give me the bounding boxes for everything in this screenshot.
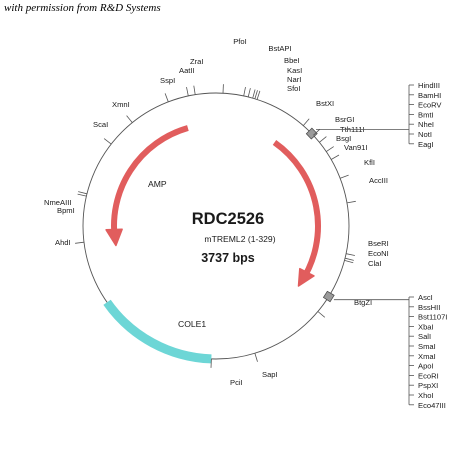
- cluster-site-eagi: EagI: [418, 140, 434, 149]
- feature-amp: [105, 125, 189, 247]
- site-label-zrai: ZraI: [190, 57, 204, 66]
- cluster-site-apoi: ApoI: [418, 362, 434, 371]
- site-tick-nari: [254, 90, 258, 99]
- plasmid-size: 3737 bps: [201, 251, 255, 265]
- cluster-site-sali: SalI: [418, 332, 431, 341]
- site-label-kfli: KflI: [364, 158, 375, 167]
- site-tick-clai: [344, 260, 354, 264]
- site-cluster-bottom: AscIBssHIIBst1107IXbaISalISmaIXmaIApoIEc…: [333, 293, 447, 410]
- cluster-site-noti: NotI: [418, 130, 432, 139]
- site-tick-acciii: [346, 200, 356, 204]
- site-label-pcii: PciI: [230, 378, 243, 387]
- feature-label-amp: AMP: [148, 179, 167, 189]
- cluster-site-xhoi: XhoI: [418, 391, 434, 400]
- cluster-site-ecori: EcoRI: [418, 371, 439, 380]
- site-label-bstapi: BstAPI: [268, 44, 291, 53]
- site-tick-sfoi: [256, 90, 261, 100]
- site-label-btgzi: BtgZI: [354, 298, 372, 307]
- cluster-site-xmai: XmaI: [418, 352, 436, 361]
- site-label-bstxi: BstXI: [316, 99, 334, 108]
- cluster-site-xbai: XbaI: [418, 322, 434, 331]
- site-label-kasi: KasI: [287, 66, 302, 75]
- site-tick-bsgi: [326, 146, 334, 152]
- site-label-xmni: XmnI: [112, 100, 130, 109]
- ticks-layer: [75, 84, 356, 368]
- cluster-site-eco47iii: Eco47III: [418, 401, 446, 410]
- site-tick-bpmi: [77, 193, 87, 197]
- site-label-scai: ScaI: [93, 120, 108, 129]
- site-tick-bbei: [247, 88, 251, 98]
- site-label-bseri: BseRI: [368, 239, 389, 248]
- site-label-bsgi: BsgI: [336, 134, 351, 143]
- cluster-site-hindiii: HindIII: [418, 81, 440, 90]
- site-tick-aatii: [186, 87, 189, 96]
- site-label-clai: ClaI: [368, 259, 382, 268]
- feature-mtreml2-1-329: [272, 139, 321, 287]
- feature-arrowhead-amp: [105, 228, 123, 247]
- site-label-aatii: AatII: [179, 66, 195, 75]
- site-label-sspi: SspI: [160, 76, 175, 85]
- insert-start-marker-block: [305, 127, 318, 140]
- site-tick-kfli: [340, 174, 349, 179]
- backbone-group: [82, 92, 350, 360]
- site-tick-bstxi: [302, 118, 310, 126]
- cluster-site-nhei: NheI: [418, 120, 434, 129]
- site-label-van91i: Van91I: [344, 143, 368, 152]
- feature-arrowhead-mtreml2-1-329: [297, 267, 315, 287]
- plasmid-name: RDC2526: [192, 210, 264, 228]
- site-tick-bsrgi: [313, 128, 321, 136]
- site-tick-ahdi: [75, 241, 85, 244]
- site-label-bbei: BbeI: [284, 56, 300, 65]
- site-tick-van91i: [331, 154, 340, 160]
- cluster-site-smai: SmaI: [418, 342, 436, 351]
- site-tick-zrai: [193, 85, 196, 95]
- site-label-sfoi: SfoI: [287, 84, 301, 93]
- feature-arc-mtreml2-1-329: [272, 139, 321, 284]
- site-label-econi: EcoNI: [368, 249, 389, 258]
- site-tick-scai: [103, 138, 112, 145]
- plasmid-backbone: [82, 92, 350, 360]
- cluster-site-ecorv: EcoRV: [418, 101, 442, 110]
- insert-start-marker: [305, 127, 318, 140]
- site-tick-sspi: [164, 93, 169, 102]
- site-tick-bseri: [346, 253, 355, 256]
- markers-layer: [305, 127, 335, 303]
- feature-label-cole1: COLE1: [178, 319, 206, 329]
- insert-end-marker: [322, 290, 335, 303]
- site-tick-xmni: [126, 115, 133, 123]
- site-label-pfoi: PfoI: [233, 37, 247, 46]
- site-tick-kasi: [252, 89, 256, 99]
- site-label-acciii: AccIII: [369, 176, 388, 185]
- feature-band-cole1: [103, 299, 212, 364]
- cluster-site-bmti: BmtI: [418, 110, 434, 119]
- site-label-ahdi: AhdI: [55, 238, 71, 247]
- site-tick-econi: [344, 257, 354, 261]
- cluster-site-pspxi: PspXI: [418, 381, 438, 390]
- site-tick-btgzi: [317, 311, 326, 318]
- insert-end-marker-block: [322, 290, 335, 303]
- site-tick-tth111i: [319, 136, 327, 143]
- cluster-site-bamhi: BamHI: [418, 91, 441, 100]
- site-tick-bstapi: [243, 87, 246, 96]
- features-layer: [103, 125, 321, 364]
- feature-arc-amp: [111, 125, 189, 241]
- cluster-site-asci: AscI: [418, 293, 433, 302]
- site-label-bsrgi: BsrGI: [335, 115, 354, 124]
- cluster-site-bsshii: BssHII: [418, 303, 440, 312]
- site-label-nmeaiii: NmeAIII: [44, 198, 71, 207]
- site-label-sapi: SapI: [262, 370, 278, 379]
- site-label-bpmi: BpmI: [57, 206, 75, 215]
- insert-subtitle: mTREML2 (1-329): [204, 234, 275, 244]
- permission-note: with permission from R&D Systems: [4, 2, 161, 14]
- feature-cole1: [103, 299, 212, 364]
- cluster-site-bst1107i: Bst1107I: [418, 313, 447, 322]
- site-tick-nmeaiii: [78, 191, 88, 195]
- site-label-nari: NarI: [287, 75, 301, 84]
- site-tick-sapi: [254, 353, 258, 362]
